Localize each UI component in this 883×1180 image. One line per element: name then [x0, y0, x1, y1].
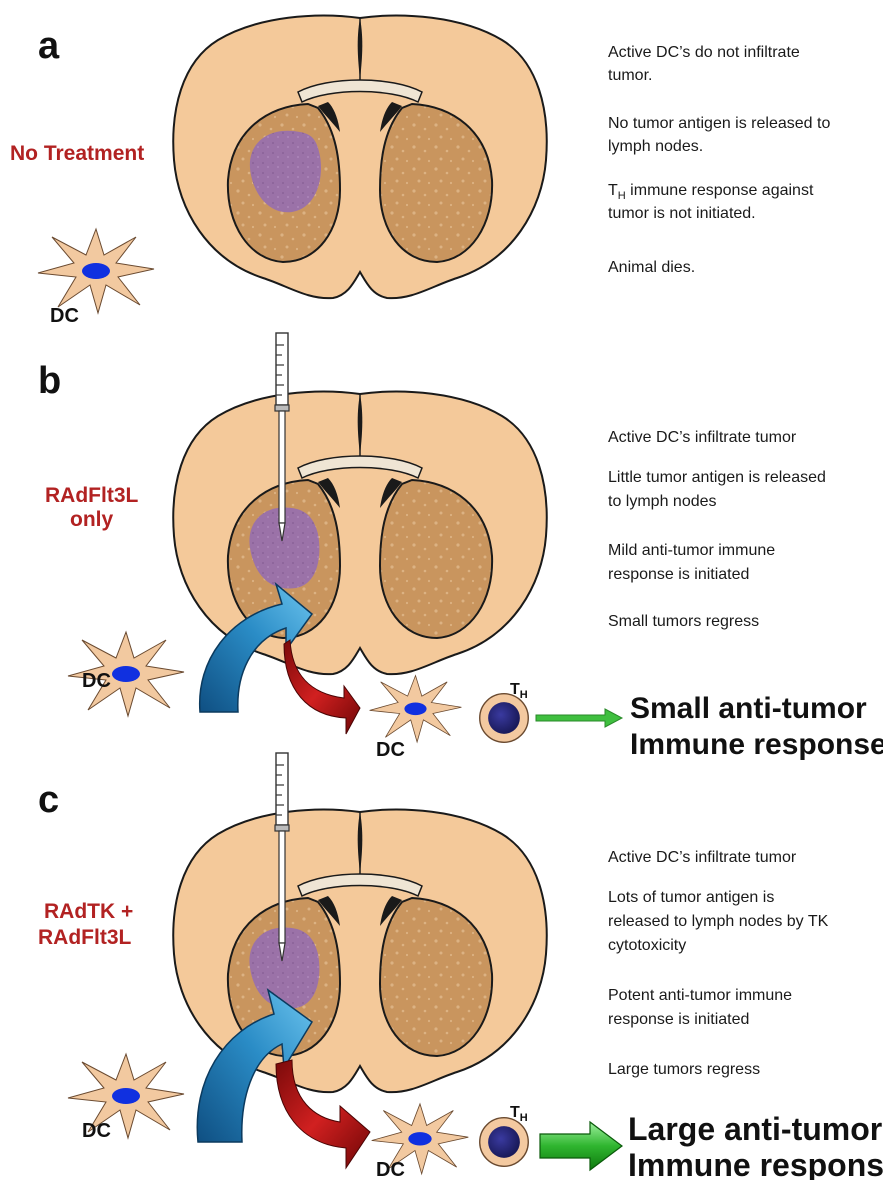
panel-notes: Active DC’s infiltrate tumor Little tumo… [608, 429, 826, 630]
note-line: response is initiated [608, 566, 749, 583]
panel-letter: c [38, 779, 59, 821]
panel-letter: a [38, 25, 60, 67]
brain-section [173, 16, 546, 299]
note-line: Active DC’s infiltrate tumor [608, 849, 797, 866]
note-line: Animal dies. [608, 259, 695, 276]
note-line: Small tumors regress [608, 613, 759, 630]
dendritic-cell-lymph [370, 676, 462, 743]
note-line: tumor. [608, 67, 652, 84]
dc-label: DC [376, 1159, 405, 1180]
treatment-label: No Treatment [10, 142, 144, 165]
response-text: Immune response [630, 728, 883, 761]
note-line: Potent anti-tumor immune [608, 987, 792, 1004]
note-line: tumor is not initiated. [608, 205, 756, 222]
treatment-label: only [70, 508, 113, 531]
dc-label: DC [82, 1120, 111, 1142]
th-cell [480, 694, 529, 743]
panel-c: c RAdTK + RAdFlt3L DC DC TH Large anti-t… [38, 753, 883, 1180]
dc-label: DC [376, 739, 405, 761]
treatment-label: RAdFlt3L [45, 484, 138, 507]
dc-label: DC [50, 305, 79, 327]
note-line: response is initiated [608, 1011, 749, 1028]
dc-label: DC [82, 670, 111, 692]
note-line: Large tumors regress [608, 1061, 760, 1078]
note-line: No tumor antigen is released to [608, 115, 830, 132]
panel-a: a No Treatment DC Active DC’s do not inf… [10, 16, 830, 327]
treatment-label: RAdFlt3L [38, 926, 131, 949]
response-text: Immune response [628, 1147, 883, 1180]
note-line: Lots of tumor antigen is [608, 889, 774, 906]
note-line: to lymph nodes [608, 493, 717, 510]
treatment-label: RAdTK + [44, 900, 133, 923]
response-arrow [536, 709, 622, 727]
panel-notes: Active DC’s do not infiltrate tumor. No … [608, 44, 830, 276]
note-line: Active DC’s infiltrate tumor [608, 429, 797, 446]
panel-b: b RAdFlt3L only DC DC TH Small anti-tumo… [38, 333, 883, 761]
panel-notes: Active DC’s infiltrate tumor Lots of tum… [608, 849, 829, 1078]
response-text: Small anti-tumor [630, 692, 867, 725]
note-line: released to lymph nodes by TK [608, 913, 829, 930]
response-text: Large anti-tumor [628, 1111, 882, 1147]
response-arrow [540, 1122, 622, 1170]
panel-letter: b [38, 360, 61, 402]
note-line: lymph nodes. [608, 138, 703, 155]
note-line: Mild anti-tumor immune [608, 542, 775, 559]
dendritic-cell [38, 229, 154, 313]
note-line: TH immune response against [608, 182, 814, 202]
note-line: Active DC’s do not infiltrate [608, 44, 800, 61]
note-line: Little tumor antigen is released [608, 469, 826, 486]
note-line: cytotoxicity [608, 937, 686, 954]
th-cell [480, 1118, 529, 1167]
